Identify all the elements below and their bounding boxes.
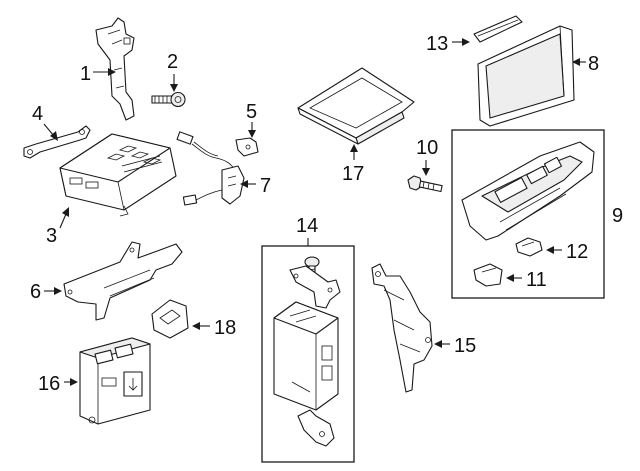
callout-number-14: 14: [296, 215, 318, 237]
part-9-control-panel[interactable]: [461, 141, 595, 241]
callout-number-6: 6: [30, 281, 41, 303]
callout-number-4: 4: [32, 103, 43, 125]
callout-15: 15: [434, 335, 476, 357]
assembly-box-9: [451, 129, 605, 299]
callout-number-7: 7: [260, 175, 271, 197]
part-17-sd-card[interactable]: [297, 67, 415, 145]
callout-7: 7: [240, 175, 271, 197]
part-16-switch-panel[interactable]: [79, 337, 151, 425]
callout-6: 6: [30, 281, 62, 303]
callout-3: 3: [46, 207, 69, 247]
callout-4: 4: [32, 103, 58, 141]
part-6-bracket[interactable]: [63, 241, 183, 321]
callout-12: 12: [546, 241, 588, 263]
callout-number-15: 15: [454, 335, 476, 357]
callout-2: 2: [167, 51, 178, 92]
part-8-display[interactable]: [477, 25, 575, 127]
part-12-clip[interactable]: [515, 237, 543, 257]
callout-13: 13: [426, 33, 470, 55]
part-10-bolt[interactable]: [407, 175, 443, 193]
callout-1: 1: [80, 63, 116, 85]
part-1-bracket[interactable]: [95, 17, 135, 121]
callout-number-9: 9: [612, 205, 623, 227]
callout-number-18: 18: [214, 317, 236, 339]
callout-11: 11: [506, 269, 547, 291]
part-14-upper-bracket[interactable]: [289, 265, 341, 309]
part-15-bracket[interactable]: [371, 263, 433, 393]
part-11-clip[interactable]: [473, 263, 503, 287]
callout-number-8: 8: [588, 53, 599, 75]
callout-number-12: 12: [566, 241, 588, 263]
callout-16: 16: [38, 373, 78, 395]
part-14-module[interactable]: [273, 301, 339, 411]
callout-number-16: 16: [38, 373, 60, 395]
callout-9: 9: [612, 205, 623, 227]
callout-18: 18: [192, 317, 236, 339]
part-7-harness[interactable]: [176, 131, 245, 206]
callout-5: 5: [246, 101, 257, 138]
part-4-bracket[interactable]: [23, 125, 91, 159]
callout-number-11: 11: [526, 269, 547, 291]
callout-14: 14: [296, 215, 318, 246]
part-5-clip[interactable]: [235, 137, 259, 157]
callout-17: 17: [342, 144, 364, 185]
part-13-trim-strip[interactable]: [473, 15, 523, 43]
part-2-bolt[interactable]: [151, 91, 186, 108]
callout-8: 8: [572, 53, 599, 75]
callout-number-5: 5: [246, 101, 257, 123]
callout-number-3: 3: [46, 225, 57, 247]
callout-number-13: 13: [426, 33, 448, 55]
part-3-module[interactable]: [59, 133, 177, 217]
callout-number-17: 17: [342, 163, 364, 185]
callout-10: 10: [416, 137, 438, 176]
part-14-lower-bracket[interactable]: [297, 409, 335, 447]
callout-number-1: 1: [80, 63, 91, 85]
part-18-sensor[interactable]: [151, 299, 189, 339]
callout-number-10: 10: [416, 137, 438, 159]
callout-number-2: 2: [167, 51, 178, 73]
